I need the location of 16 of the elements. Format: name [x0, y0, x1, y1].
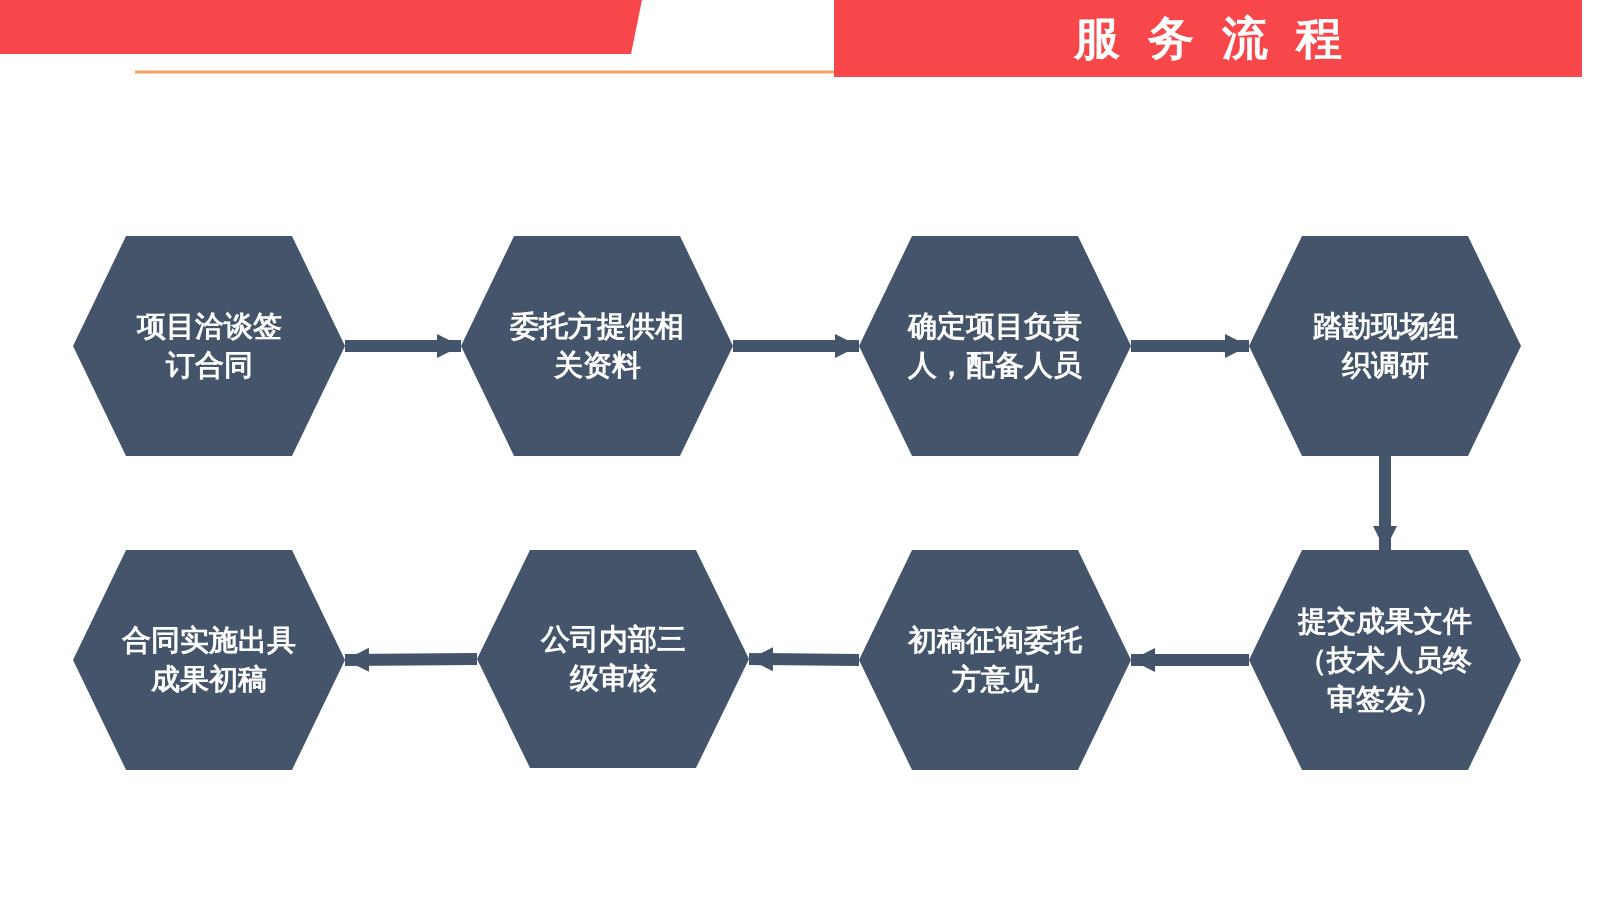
title-banner: 服务流程	[834, 0, 1582, 77]
arrow	[344, 647, 478, 672]
arrow	[733, 334, 859, 358]
arrow	[1373, 456, 1397, 550]
step-label: 公司内部三级审核	[539, 621, 687, 697]
step-label: 合同实施出具成果初稿	[121, 622, 297, 698]
step-label: 提交成果文件（技术人员终审签发）	[1296, 602, 1473, 718]
arrow	[1131, 334, 1249, 358]
step-label: 项目洽谈签订合同	[135, 308, 283, 384]
arrow	[345, 334, 461, 358]
step-label: 确定项目负责人，配备人员	[906, 308, 1083, 384]
step-label: 委托方提供相关资料	[509, 308, 685, 384]
step-label: 踏勘现场组织调研	[1311, 308, 1459, 384]
arrow	[748, 647, 860, 672]
step-label: 初稿征询委托方意见	[906, 622, 1083, 698]
arrow	[1131, 648, 1249, 672]
